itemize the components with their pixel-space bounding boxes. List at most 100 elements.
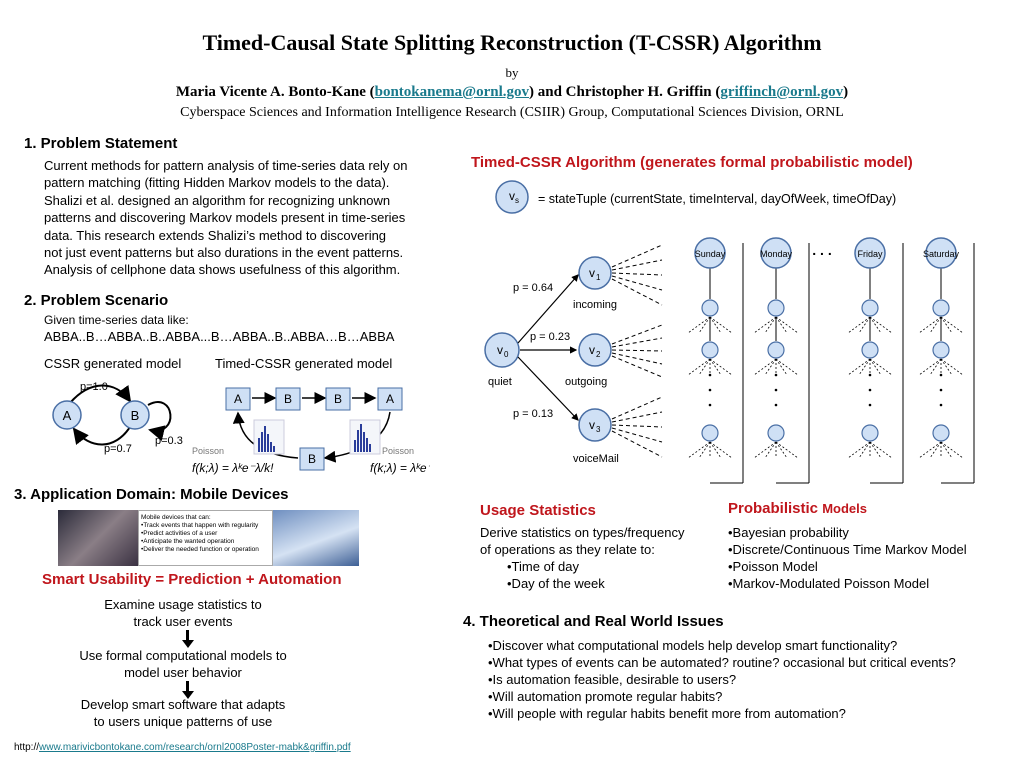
flow-line: Develop smart software that adapts bbox=[80, 697, 286, 712]
fan-line bbox=[869, 316, 882, 334]
box-line: •Track events that happen with regularit… bbox=[141, 522, 259, 529]
v1-node bbox=[578, 256, 612, 290]
edge-b-self bbox=[147, 401, 172, 441]
section-3-heading: 3. Application Domain: Mobile Devices bbox=[14, 486, 289, 503]
section-4-heading: 4. Theoretical and Real World Issues bbox=[463, 613, 724, 630]
fan-line bbox=[918, 358, 942, 376]
v1-sub: 1 bbox=[596, 273, 601, 282]
flow-line: Examine usage statistics to bbox=[104, 597, 262, 612]
fan-line bbox=[709, 316, 722, 334]
text-line: Shalizi et al. designed an algorithm for… bbox=[44, 192, 391, 208]
vs-label: v bbox=[509, 189, 515, 203]
p023-label: p = 0.23 bbox=[530, 331, 570, 343]
state-node bbox=[767, 299, 785, 317]
fan-line bbox=[709, 441, 722, 459]
fan-line bbox=[847, 441, 871, 459]
author-mid: ) and Christopher H. Griffin ( bbox=[529, 84, 721, 100]
cssr-p2: p=0.7 bbox=[104, 443, 132, 455]
vs-node bbox=[495, 180, 529, 214]
email-link-2[interactable]: griffinch@ornl.gov bbox=[720, 84, 844, 100]
cssr-node-b-label: B bbox=[131, 408, 140, 423]
fan-line bbox=[709, 358, 733, 376]
quiet-label: quiet bbox=[488, 376, 512, 388]
issues-list: •Discover what computational models help… bbox=[488, 637, 956, 722]
fan-line bbox=[687, 358, 711, 376]
tcssr-label: Timed-CSSR generated model bbox=[215, 356, 393, 371]
tcssr-node-3-label: B bbox=[334, 392, 342, 406]
v0-label: v bbox=[497, 343, 503, 357]
incoming-label: incoming bbox=[573, 299, 617, 311]
fan-line bbox=[764, 316, 777, 334]
flow-arrow-2 bbox=[181, 681, 194, 699]
tcssr-node-3 bbox=[325, 387, 351, 411]
flow-line: Use formal computational models to bbox=[79, 648, 287, 663]
usage-line: of operations as they relate to: bbox=[480, 542, 655, 557]
day-node bbox=[694, 237, 726, 269]
by-label: by bbox=[505, 65, 519, 80]
day-friday: Friday bbox=[857, 249, 883, 259]
flow-line: to users unique patterns of use bbox=[93, 714, 273, 729]
email-link-1[interactable]: bontokanema@ornl.gov bbox=[374, 84, 529, 100]
prob-heading: Probabilistic Models bbox=[728, 500, 867, 517]
problem-statement-text: Current methods for pattern analysis of … bbox=[44, 157, 464, 279]
fan-line bbox=[929, 316, 942, 334]
poisson-formula-right: f(k;λ) = λᵏe⁻λ/k! bbox=[370, 461, 430, 475]
text-line: pattern matching (fitting Hidden Markov … bbox=[44, 175, 390, 191]
v2-node bbox=[578, 333, 612, 367]
cssr-p3: p=0.3 bbox=[155, 435, 183, 447]
p064-label: p = 0.64 bbox=[513, 282, 553, 294]
issue-item: •Will automation promote regular habits? bbox=[488, 689, 723, 704]
poisson-label-left: Poisson bbox=[192, 446, 224, 456]
fan-line bbox=[775, 441, 788, 459]
fan-line bbox=[929, 358, 942, 376]
tcssr-algorithm-diagram: v s = stateTuple (currentState, timeInte… bbox=[484, 180, 975, 484]
day-node bbox=[854, 237, 886, 269]
v3-node bbox=[578, 408, 612, 442]
v0-sub: 0 bbox=[504, 350, 509, 359]
box-line: •Predict activities of a user bbox=[141, 530, 218, 537]
tcssr-node-4-label: A bbox=[386, 392, 394, 406]
fan-line bbox=[918, 316, 942, 334]
footer-link[interactable]: www.marivicbontokane.com/research/ornl20… bbox=[39, 742, 351, 753]
text-line: not just event patterns but also duratio… bbox=[44, 245, 404, 261]
day-sunday: Sunday bbox=[695, 249, 726, 259]
text-line: Analysis of cellphone data shows usefuln… bbox=[44, 262, 401, 278]
tcssr-diagram: A B B A B Poisson Poisson f(k;λ) = λᵏe⁻λ… bbox=[192, 387, 430, 475]
fan-line bbox=[764, 358, 777, 376]
vertical-dot bbox=[708, 388, 712, 392]
voicemail-label: voiceMail bbox=[573, 453, 619, 465]
affiliation: Cyberspace Sciences and Information Inte… bbox=[180, 105, 844, 120]
day-monday: Monday bbox=[760, 249, 793, 259]
fan-line bbox=[764, 441, 777, 459]
tcssr-node-1 bbox=[225, 387, 251, 411]
v3-sub: 3 bbox=[596, 425, 601, 434]
issue-item: •Discover what computational models help… bbox=[488, 638, 898, 653]
vertical-dot bbox=[868, 388, 872, 392]
tcssr-node-5 bbox=[299, 447, 325, 471]
usage-line: Derive statistics on types/frequency bbox=[480, 525, 685, 540]
flow-step-3: Develop smart software that adapts to us… bbox=[63, 696, 303, 730]
phone-user-photo bbox=[58, 510, 138, 566]
fan-line bbox=[753, 358, 777, 376]
poisson-formula-left: f(k;λ) = λᵏe⁻λ/k! bbox=[192, 461, 274, 475]
vertical-dot bbox=[774, 373, 778, 377]
fan-line bbox=[869, 316, 893, 334]
dashed-fans bbox=[611, 244, 663, 458]
day-node bbox=[925, 237, 957, 269]
v2-label: v bbox=[589, 343, 595, 357]
vertical-dot bbox=[868, 373, 872, 377]
crowd-photo bbox=[273, 510, 359, 566]
author-end: ) bbox=[843, 84, 849, 100]
tcssr-node-1-label: A bbox=[234, 392, 242, 406]
usage-item: •Day of the week bbox=[507, 576, 605, 591]
cssr-node-b bbox=[120, 400, 150, 430]
footer-url: http://www.marivicbontokane.com/research… bbox=[14, 742, 351, 753]
prob-item: •Discrete/Continuous Time Markov Model bbox=[728, 542, 967, 557]
prob-list: •Bayesian probability •Discrete/Continuo… bbox=[728, 524, 967, 592]
fan-line bbox=[858, 441, 871, 459]
fan-line bbox=[847, 358, 871, 376]
fan-line bbox=[709, 316, 733, 334]
vertical-dot bbox=[939, 373, 943, 377]
fan-line bbox=[940, 316, 964, 334]
cssr-node-a-label: A bbox=[63, 408, 72, 423]
